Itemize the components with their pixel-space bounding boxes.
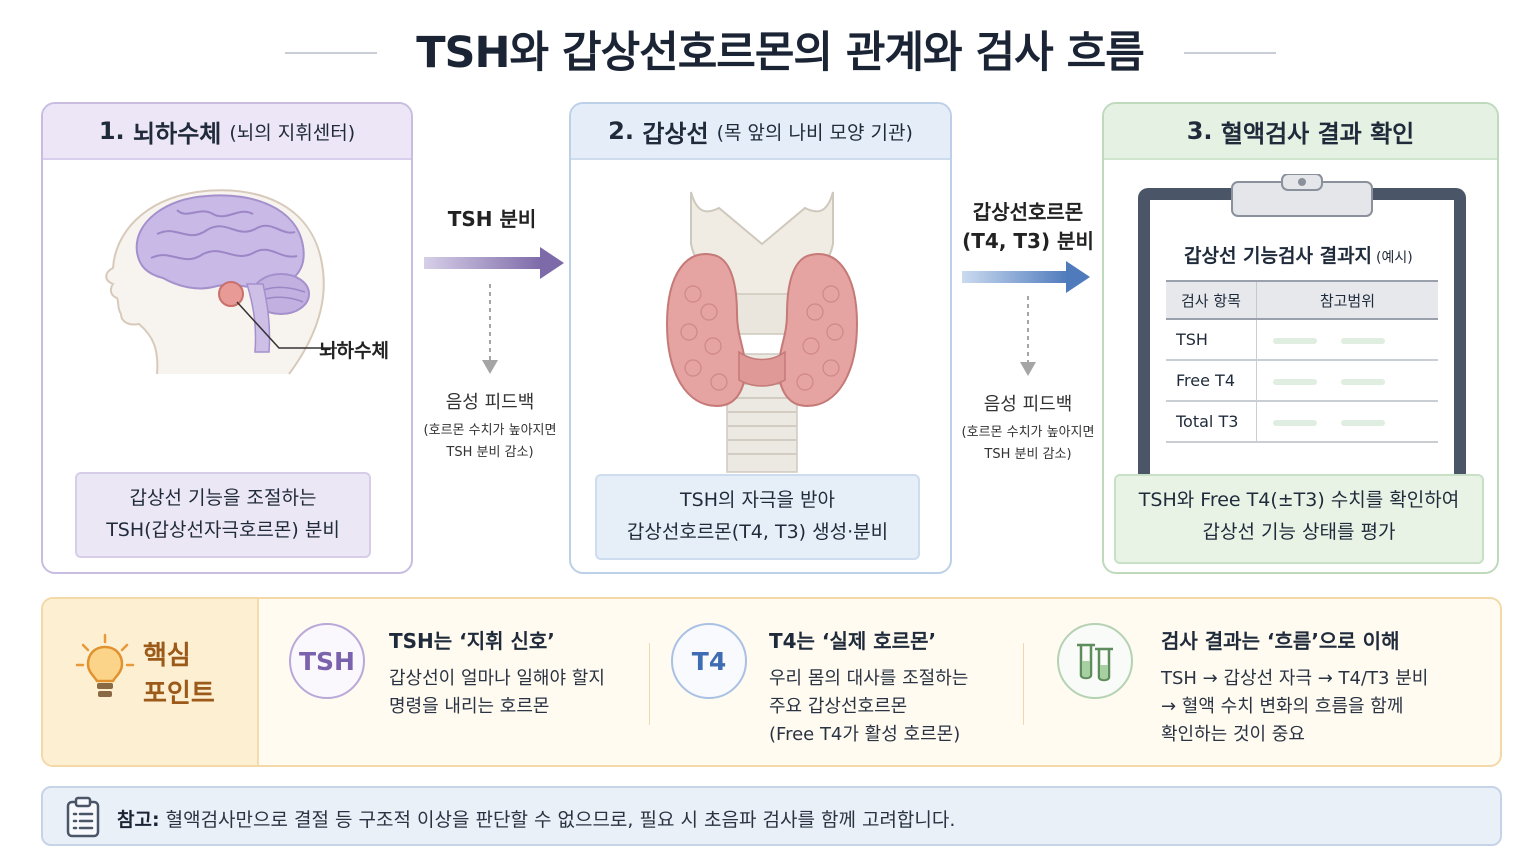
title-bar: TSH와 갑상선호르몬의 관계와 검사 흐름 (0, 18, 1536, 88)
lightbulb-icon (75, 633, 135, 697)
desc-line: → 혈액 수치 변화의 흐름을 함께 (1161, 696, 1404, 717)
feedback-sub: (호르몬 수치가 높아지면 (423, 423, 557, 438)
panel-blood-test-caption: TSH와 Free T4(±T3) 수치를 확인하여 갑상선 기능 상태를 평가 (1114, 474, 1484, 564)
flow-label: 갑상선호르몬 (972, 200, 1084, 224)
panel-subheading: (뇌의 지휘센터) (229, 121, 356, 144)
reference-note: 참고: 혈액검사만으로 결절 등 구조적 이상을 판단할 수 없으므로, 필요 … (41, 786, 1502, 846)
title-divider-right (1184, 52, 1276, 54)
reference-range-placeholder (1255, 401, 1438, 443)
desc-line: 우리 몸의 대사를 조절하는 (769, 668, 969, 689)
arrow-right-icon (962, 261, 1090, 293)
note-body: 혈액검사만으로 결절 등 구조적 이상을 판단할 수 없으므로, 필요 시 초음… (165, 809, 956, 831)
panel-number: 3. (1186, 117, 1213, 145)
table-row: TSH (1166, 319, 1438, 361)
report-title: 갑상선 기능검사 결과지(예시) (1184, 241, 1413, 268)
key-point-desc: 우리 몸의 대사를 조절하는 주요 갑상선호르몬 (Free T4가 활성 호르… (769, 665, 968, 749)
feedback-sub: (호르몬 수치가 높아지면 (961, 425, 1095, 440)
key-divider (1023, 643, 1024, 725)
key-points-title: 핵심 포인트 (143, 637, 215, 713)
panel-pituitary-header: 1. 뇌하수체 (뇌의 지휘센터) (43, 104, 411, 160)
panel-heading: 뇌하수체 (133, 119, 222, 148)
key-point-heading: 검사 결과는 ‘흐름’으로 이해 (1161, 629, 1400, 653)
table-row: Free T4 (1166, 360, 1438, 402)
key-divider (649, 643, 650, 725)
panel-heading: 혈액검사 결과 확인 (1220, 119, 1415, 148)
pituitary-marker (218, 281, 244, 307)
desc-line: 갑상선이 얼마나 일해야 할지 (389, 668, 605, 689)
panel-number: 1. (98, 117, 125, 145)
dashed-arrow-down-icon (1020, 296, 1036, 376)
arrow-right-icon (424, 247, 564, 279)
table-row: Total T3 (1166, 401, 1438, 443)
panel-number: 2. (608, 117, 634, 145)
flow-label: TSH 분비 (447, 207, 537, 231)
desc-line: 명령을 내리는 호르몬 (389, 696, 550, 717)
feedback-1: 음성 피드백 (호르몬 수치가 높아지면 TSH 분비 감소) (410, 388, 570, 464)
feedback-2: 음성 피드백 (호르몬 수치가 높아지면 TSH 분비 감소) (948, 390, 1108, 466)
test-tubes-icon (1077, 643, 1113, 682)
reference-note-text: 참고: 혈액검사만으로 결절 등 구조적 이상을 판단할 수 없으므로, 필요 … (117, 805, 955, 832)
note-label: 참고: (117, 809, 160, 831)
panel-blood-test-header: 3. 혈액검사 결과 확인 (1104, 104, 1497, 160)
panel-thyroid: 2. 갑상선(목 앞의 나비 모양 기관) TSH의 자극을 받 (569, 102, 952, 574)
t4-badge: T4 (671, 623, 747, 699)
report-title-text: 갑상선 기능검사 결과지 (1184, 245, 1373, 267)
title-divider-left (285, 52, 377, 54)
key-points-label-area: 핵심 포인트 (43, 599, 259, 765)
clipboard-list-icon (66, 796, 100, 838)
caption-line: 갑상선호르몬(T4, T3) 생성·분비 (626, 521, 889, 543)
page-title: TSH와 갑상선호르몬의 관계와 검사 흐름 (416, 28, 1145, 78)
report-item: Free T4 (1166, 360, 1257, 402)
key-point-heading: TSH는 ‘지휘 신호’ (389, 629, 555, 653)
desc-line: (Free T4가 활성 호르몬) (769, 724, 961, 745)
desc-line: TSH → 갑상선 자극 → T4/T3 분비 (1161, 668, 1429, 689)
feedback-sub: TSH 분비 감소) (984, 447, 1072, 462)
report-title-sub: (예시) (1376, 250, 1413, 266)
feedback-label: 음성 피드백 (983, 394, 1073, 415)
caption-line: TSH(갑상선자극호르몬) 분비 (106, 519, 340, 541)
brain-head-illustration (105, 189, 337, 375)
report-header-cell: 검사 항목 (1166, 280, 1257, 320)
pituitary-pointer-label: 뇌하수체 (319, 340, 389, 362)
report-item: TSH (1166, 319, 1257, 361)
caption-line: TSH의 자극을 받아 (680, 489, 835, 511)
panel-thyroid-caption: TSH의 자극을 받아 갑상선호르몬(T4, T3) 생성·분비 (595, 474, 920, 560)
report-table: 검사 항목 참고범위 TSH Free T4 Total T3 (1166, 280, 1438, 443)
dashed-arrow-down-icon (482, 284, 498, 374)
desc-line: 주요 갑상선호르몬 (769, 696, 908, 717)
reference-range-placeholder (1255, 319, 1438, 361)
panel-blood-test: 3. 혈액검사 결과 확인 갑상선 기능검사 결과지(예시) 검사 항목 참고범… (1102, 102, 1499, 574)
panel-pituitary-caption: 갑상선 기능을 조절하는 TSH(갑상선자극호르몬) 분비 (75, 472, 371, 558)
desc-line: 확인하는 것이 중요 (1161, 724, 1305, 745)
report-header-cell: 참고범위 (1256, 280, 1438, 320)
feedback-sub: TSH 분비 감소) (446, 445, 534, 460)
caption-line: TSH와 Free T4(±T3) 수치를 확인하여 (1138, 489, 1460, 511)
report-item: Total T3 (1166, 401, 1257, 443)
panel-heading: 갑상선 (642, 119, 709, 148)
flow-tsh: TSH 분비 (418, 205, 566, 234)
reference-range-placeholder (1255, 360, 1438, 402)
caption-line: 갑상선 기능을 조절하는 (129, 487, 317, 509)
flow-label: (T4, T3) 분비 (962, 229, 1094, 253)
key-title-line: 핵심 (143, 641, 191, 671)
panel-subheading: (목 앞의 나비 모양 기관) (716, 121, 913, 144)
test-tubes-badge (1057, 623, 1133, 699)
feedback-label: 음성 피드백 (445, 392, 535, 413)
key-title-line: 포인트 (143, 679, 215, 709)
report-header-row: 검사 항목 참고범위 (1166, 280, 1438, 320)
panel-thyroid-header: 2. 갑상선 (목 앞의 나비 모양 기관) (571, 104, 950, 160)
flow-thyroid-hormone: 갑상선호르몬 (T4, T3) 분비 (954, 198, 1102, 256)
key-points-section: 핵심 포인트 TSH TSH는 ‘지휘 신호’ 갑상선이 얼마나 일해야 할지 … (41, 597, 1502, 767)
panel-pituitary: 1. 뇌하수체 (뇌의 지휘센터) 뇌하수체 갑상선 기능을 조절하는 TSH(갑… (41, 102, 413, 574)
key-point-desc: 갑상선이 얼마나 일해야 할지 명령을 내리는 호르몬 (389, 665, 605, 721)
key-point-desc: TSH → 갑상선 자극 → T4/T3 분비 → 혈액 수치 변화의 흐름을 … (1161, 665, 1428, 749)
tsh-badge: TSH (289, 623, 365, 699)
thyroid-illustration (665, 191, 859, 473)
key-point-heading: T4는 ‘실제 호르몬’ (769, 629, 937, 653)
caption-line: 갑상선 기능 상태를 평가 (1202, 521, 1396, 543)
